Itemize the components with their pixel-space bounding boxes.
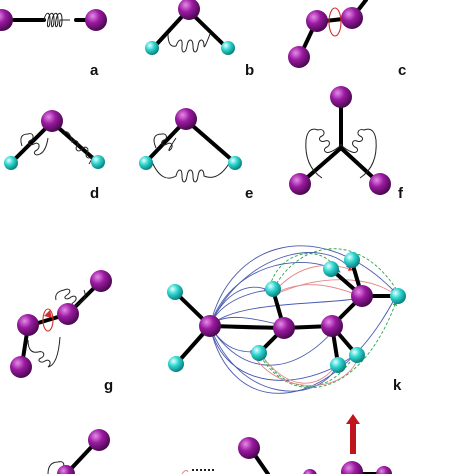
coil-spring-icon (27, 336, 61, 368)
cyan-sphere-icon (390, 288, 406, 304)
purple-sphere-icon (85, 9, 107, 31)
panel-e (139, 108, 242, 183)
cyan-sphere-icon (221, 41, 235, 55)
panel-f (289, 86, 391, 195)
panel-d (4, 110, 105, 170)
connection-arcs (209, 245, 399, 394)
panel-b (145, 0, 235, 55)
purple-sphere-icon (57, 465, 75, 474)
purple-sphere-icon (321, 315, 343, 337)
panel-k (167, 245, 406, 394)
purple-sphere-icon (376, 466, 392, 474)
panel-label-a: a (90, 62, 99, 79)
coil-spring-icon (63, 131, 94, 165)
panel-label-k: k (393, 377, 402, 394)
cyan-sphere-icon (349, 347, 365, 363)
cyan-sphere-icon (228, 156, 242, 170)
coil-spring-icon (20, 133, 49, 156)
red-up-arrow-icon (346, 414, 360, 454)
panel-label-f: f (398, 185, 404, 202)
panel-a (0, 9, 107, 31)
cyan-sphere-icon (91, 155, 105, 169)
purple-sphere-icon (10, 356, 32, 378)
purple-sphere-icon (88, 429, 110, 451)
cyan-sphere-icon (265, 281, 281, 297)
purple-sphere-icon (303, 469, 317, 474)
panel-c (288, 0, 368, 68)
coil-spring-icon (339, 128, 377, 179)
purple-sphere-icon (289, 173, 311, 195)
purple-sphere-icon (41, 110, 63, 132)
purple-sphere-icon (199, 315, 221, 337)
purple-sphere-icon (57, 303, 79, 325)
panel-label-d: d (90, 185, 99, 202)
coil-spring-icon (43, 12, 70, 28)
cyan-sphere-icon (251, 345, 267, 361)
purple-sphere-icon (0, 9, 13, 31)
purple-sphere-icon (306, 10, 328, 32)
panel-label-b: b (245, 62, 254, 79)
purple-sphere-icon (178, 0, 200, 20)
torsion-marker (42, 308, 54, 332)
purple-sphere-icon (330, 86, 352, 108)
purple-sphere-icon (351, 285, 373, 307)
cyan-sphere-icon (4, 156, 18, 170)
purple-sphere-icon (90, 270, 112, 292)
coil-spring-icon (167, 33, 211, 53)
purple-sphere-icon (17, 314, 39, 336)
purple-sphere-icon (369, 173, 391, 195)
bottom-row-partial (47, 414, 392, 474)
panel-label-e: e (245, 185, 253, 202)
cyan-sphere-icon (323, 261, 339, 277)
purple-sphere-icon (273, 317, 295, 339)
purple-sphere-icon (288, 46, 310, 68)
cyan-sphere-icon (139, 156, 153, 170)
cyan-sphere-icon (330, 357, 346, 373)
panel-label-c: c (398, 62, 406, 79)
coil-spring-icon (305, 128, 343, 179)
cyan-sphere-icon (145, 41, 159, 55)
coil-spring-icon (153, 133, 177, 151)
purple-sphere-icon (238, 437, 260, 459)
cyan-sphere-icon (167, 284, 183, 300)
torsion-marker (328, 7, 342, 37)
purple-sphere-icon (175, 108, 197, 130)
torsion-arrow (44, 310, 52, 318)
panel-label-g: g (104, 377, 113, 394)
cyan-sphere-icon (344, 252, 360, 268)
coil-spring-icon (55, 288, 86, 307)
panel-g (10, 270, 112, 378)
coil-spring-icon (151, 161, 231, 183)
purple-sphere-icon (341, 461, 363, 474)
purple-sphere-icon (341, 7, 363, 29)
cyan-sphere-icon (168, 356, 184, 372)
